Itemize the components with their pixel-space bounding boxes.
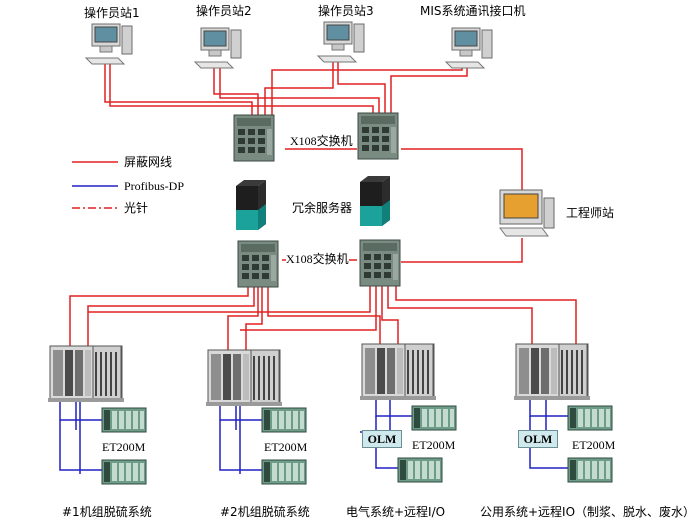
switch-bottom-right	[359, 239, 401, 287]
et200m-module-4b	[567, 457, 613, 483]
et200m-module-3b	[397, 457, 443, 483]
legend-profibus-label: Profibus-DP	[124, 179, 185, 193]
server-label: 冗余服务器	[292, 201, 353, 215]
group-1-caption: #1机组脱硫系统	[62, 505, 152, 519]
mis-interface-label: MIS系统通讯接口机	[420, 4, 526, 18]
et200m-module-1a	[101, 407, 147, 433]
et200m-label-2: ET200M	[264, 440, 308, 454]
operator-station-3-label: 操作员站3	[318, 4, 374, 18]
legend-ethernet-label: 屏蔽网线	[124, 155, 173, 169]
engineering-station-icon	[499, 189, 555, 237]
operator-station-1-icon	[85, 23, 133, 65]
et200m-label-3: ET200M	[412, 438, 456, 452]
operator-station-2-label: 操作员站2	[196, 4, 252, 18]
group-4-caption: 公用系统+远程IO（制浆、脱水、废水）	[480, 505, 689, 519]
et200m-label-4: ET200M	[572, 438, 616, 452]
operator-station-1-label: 操作员站1	[84, 6, 140, 20]
et200m-module-2a	[261, 407, 307, 433]
switch-top-left	[233, 114, 275, 162]
server-right	[360, 176, 390, 226]
switch-bottom-left	[237, 240, 279, 288]
et200m-module-4a	[567, 405, 613, 431]
et200m-module-2b	[261, 459, 307, 485]
et200m-module-3a	[411, 405, 457, 431]
group-3-caption: 电气系统+远程I/O	[346, 505, 446, 519]
switch-top-label: X108交换机	[290, 134, 353, 148]
operator-station-2-icon	[194, 27, 242, 69]
olm-box-4: OLM	[518, 430, 558, 448]
legend-lines	[72, 161, 118, 209]
plc-rack-3	[359, 343, 437, 401]
mis-interface-computer-icon	[445, 27, 493, 69]
server-left	[236, 180, 266, 230]
ethernet-lines-top	[69, 60, 577, 350]
legend-fiber-label: 光针	[124, 201, 149, 215]
plc-rack-1	[47, 345, 125, 403]
plc-rack-4	[513, 343, 591, 401]
et200m-label-1: ET200M	[102, 440, 146, 454]
et200m-module-1b	[101, 459, 147, 485]
plc-rack-2	[205, 349, 283, 407]
switch-bottom-label: X108交换机	[286, 252, 349, 266]
switch-top-right	[357, 112, 399, 160]
olm-box-3: OLM	[362, 430, 402, 448]
engineering-station-label: 工程师站	[566, 206, 615, 220]
group-2-caption: #2机组脱硫系统	[220, 505, 310, 519]
operator-station-3-icon	[317, 21, 365, 63]
